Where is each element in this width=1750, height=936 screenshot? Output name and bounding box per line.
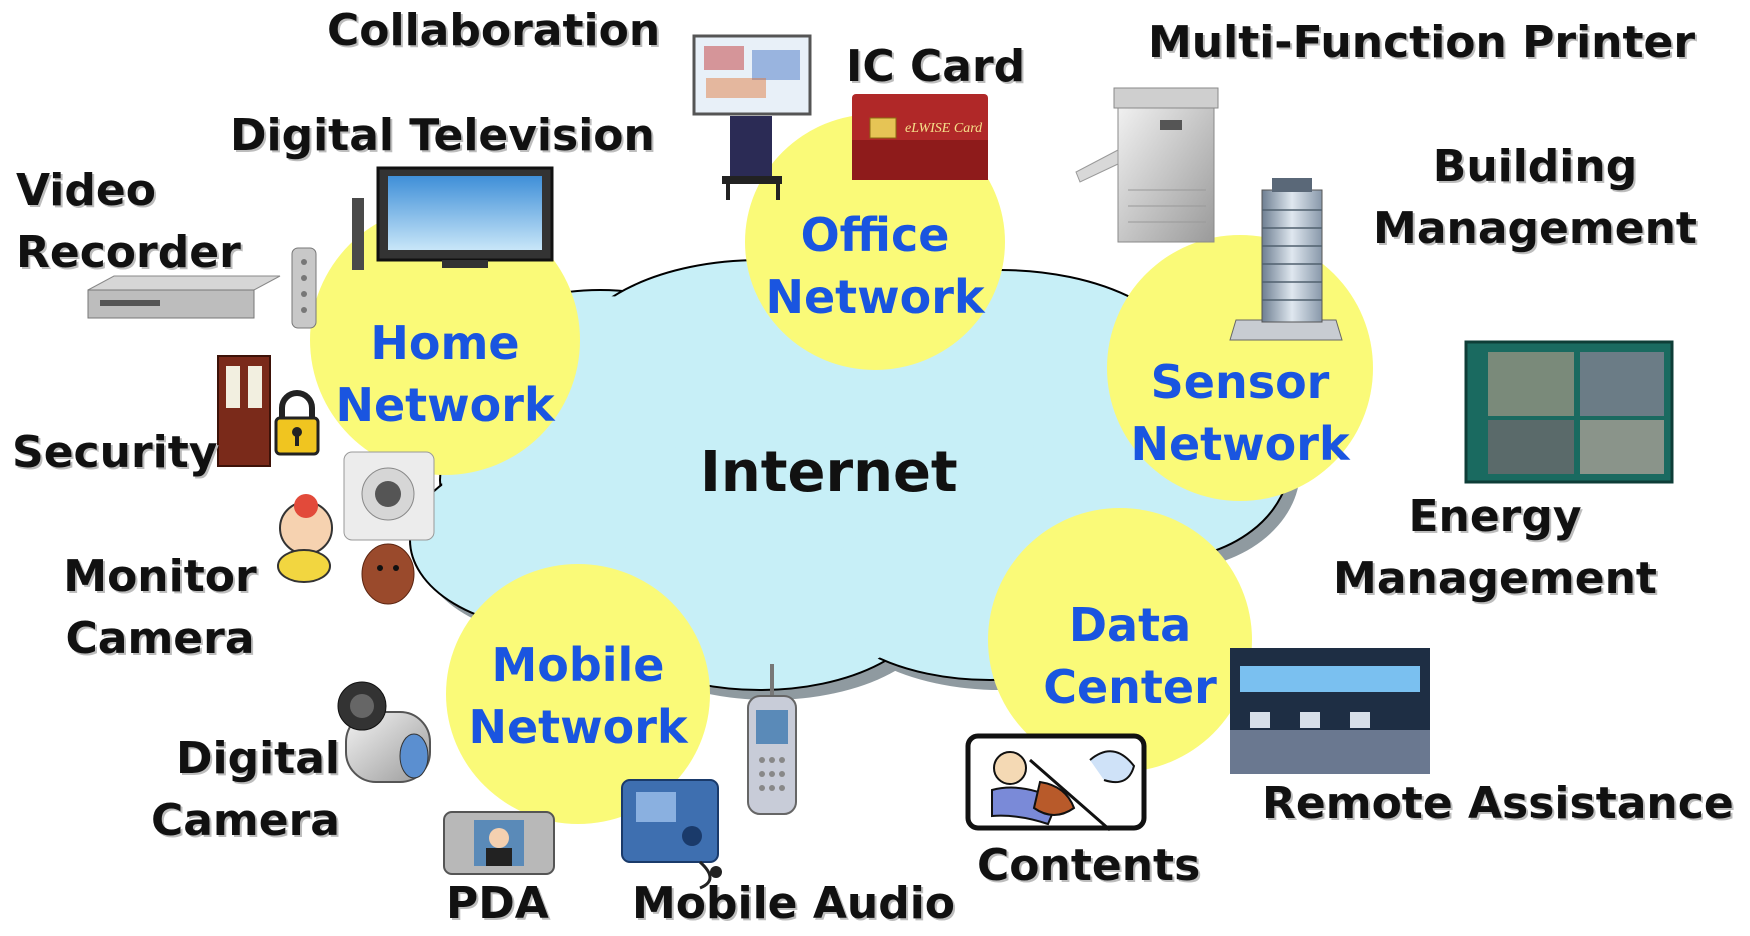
mobile-network-bubble [446, 564, 710, 824]
data-center-label: Data Center [1020, 594, 1240, 718]
mobile-network-line-2: Network [468, 700, 688, 754]
video-recorder-icon [87, 247, 317, 329]
data-center-line-2: Center [1043, 660, 1217, 714]
digital-camera-line-1: Digital [176, 733, 340, 784]
security-door-icon [217, 355, 271, 467]
energy-management-label: Energy Management [1325, 486, 1665, 610]
pda-label: PDA [446, 878, 549, 929]
video-recorder-line-1: Video [16, 165, 156, 216]
monitor-camera-line-2: Camera [65, 613, 255, 664]
video-recorder-label: Video Recorder [16, 160, 241, 284]
digital-camera-label: Digital Camera [144, 728, 340, 852]
sensor-network-line-2: Network [1130, 417, 1350, 471]
home-network-line-2: Network [335, 378, 555, 432]
internet-label: Internet [700, 440, 958, 505]
building-management-line-2: Management [1373, 203, 1697, 254]
remote-assistance-label: Remote Assistance [1262, 778, 1734, 829]
ic-card-text: eLWISE Card [905, 121, 983, 136]
building-management-label: Building Management [1370, 136, 1700, 260]
video-recorder-line-2: Recorder [16, 227, 241, 278]
printer-icon [1075, 87, 1219, 243]
sensor-network-label: Sensor Network [1130, 351, 1350, 475]
padlock-icon [274, 390, 320, 456]
puppy-icon [361, 543, 415, 605]
contents-violin-icon [965, 733, 1147, 832]
monitor-camera-line-1: Monitor [63, 551, 257, 602]
pda-icon [443, 811, 555, 875]
data-center-bubble [988, 508, 1252, 772]
contents-label: Contents [977, 840, 1201, 891]
data-center-line-1: Data [1068, 598, 1192, 652]
digital-television-label: Digital Television [230, 110, 655, 161]
ic-card-icon: eLWISE Card [852, 94, 988, 180]
mobile-network-label: Mobile Network [468, 634, 688, 758]
security-label: Security [12, 427, 218, 478]
sensor-network-line-1: Sensor [1150, 355, 1330, 409]
mobile-network-line-1: Mobile [491, 638, 665, 692]
home-network-bubble [310, 205, 580, 475]
building-icon [1229, 178, 1343, 341]
mobile-audio-icon [621, 779, 722, 890]
mobile-phone-icon [747, 664, 797, 815]
energy-management-line-2: Management [1333, 553, 1657, 604]
baby-icon [277, 494, 333, 583]
camcorder-icon [337, 681, 431, 783]
building-management-line-1: Building [1432, 141, 1638, 192]
monitor-camera-label: Monitor Camera [46, 546, 274, 670]
monitor-camera-icon [343, 451, 435, 541]
office-network-label: Office Network [765, 204, 985, 328]
home-network-line-1: Home [370, 316, 520, 370]
energy-management-line-1: Energy [1408, 491, 1582, 542]
ic-card-label: IC Card [846, 41, 1026, 92]
television-icon [352, 166, 554, 270]
collaboration-label: Collaboration [327, 5, 661, 56]
mobile-audio-label: Mobile Audio [632, 878, 956, 929]
office-network-line-1: Office [800, 208, 950, 262]
control-room-icon [1230, 648, 1430, 774]
energy-monitor-icon [1464, 340, 1674, 484]
digital-camera-line-2: Camera [150, 795, 340, 846]
multi-function-printer-label: Multi-Function Printer [1148, 17, 1696, 68]
office-network-line-2: Network [765, 270, 985, 324]
home-network-label: Home Network [335, 312, 555, 436]
whiteboard-icon [692, 34, 812, 200]
